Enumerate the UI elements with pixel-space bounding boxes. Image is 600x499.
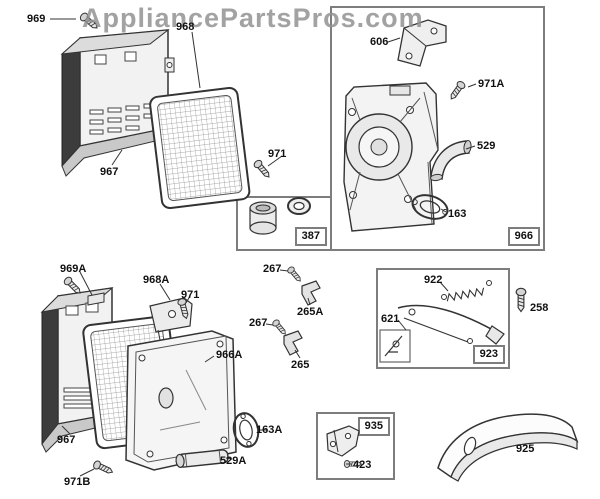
part-label-267-a: 267 <box>263 263 282 275</box>
gasket-163 <box>411 194 449 220</box>
part-label-967-bot: 967 <box>57 434 76 446</box>
governor-spring-922 <box>441 280 492 302</box>
part-label-966A: 966A <box>216 349 243 361</box>
screw-258-icon <box>515 287 527 313</box>
part-label-968: 968 <box>176 21 195 33</box>
screw-267-a-icon <box>286 265 304 284</box>
part-label-621: 621 <box>381 313 400 325</box>
screw-969A-icon <box>62 275 84 297</box>
box-label-966: 966 <box>507 227 540 246</box>
grommet-387 <box>249 197 311 235</box>
clip-265 <box>283 330 303 356</box>
part-label-529A: 529A <box>220 455 247 467</box>
inset-box-923: 923 <box>376 268 510 369</box>
tube-529A <box>175 449 229 468</box>
part-label-267-b: 267 <box>249 317 268 329</box>
part-label-265: 265 <box>291 359 310 371</box>
box-label-387: 387 <box>294 227 327 246</box>
bracket-935 <box>326 425 360 457</box>
part-label-969: 969 <box>27 13 46 25</box>
part-label-967-top: 967 <box>100 166 119 178</box>
watermark-text: AppliancePartsPros.com <box>82 3 424 33</box>
part-label-265A: 265A <box>297 306 324 318</box>
part-label-606: 606 <box>370 36 389 48</box>
part-label-971-mid: 971 <box>181 289 200 301</box>
screw-971A-icon <box>447 79 467 102</box>
part-label-969A: 969A <box>60 263 87 275</box>
cover-925 <box>437 413 579 482</box>
part-label-968A: 968A <box>143 274 170 286</box>
part-label-925: 925 <box>516 443 535 455</box>
box-label-923: 923 <box>472 345 505 364</box>
part-label-971-top: 971 <box>268 148 287 160</box>
gasket-163A <box>232 412 260 448</box>
part-label-971A: 971A <box>478 78 505 90</box>
governor-linkage-621 <box>379 304 505 363</box>
inset-box-935: 935 <box>316 412 395 480</box>
elbow-tube-529 <box>430 140 472 182</box>
screw-267-b-icon <box>271 318 289 337</box>
inset-box-966: 966 <box>330 6 545 251</box>
blower-housing-966 <box>343 82 439 232</box>
clip-265A <box>301 280 321 306</box>
part-label-971B: 971B <box>64 476 91 488</box>
box-label-935: 935 <box>357 417 390 436</box>
air-filter-top <box>149 86 251 210</box>
part-label-529: 529 <box>477 140 496 152</box>
part-label-922: 922 <box>424 274 443 286</box>
screw-971B-icon <box>91 459 115 477</box>
bracket-606 <box>397 19 447 67</box>
part-label-258: 258 <box>530 302 549 314</box>
part-label-163: 163 <box>448 208 467 220</box>
inset-box-387: 387 <box>236 196 332 251</box>
screw-971-top-icon <box>252 158 273 181</box>
leader-lines <box>50 18 477 477</box>
part-label-163A: 163A <box>256 424 283 436</box>
part-label-423: 423 <box>353 459 372 471</box>
